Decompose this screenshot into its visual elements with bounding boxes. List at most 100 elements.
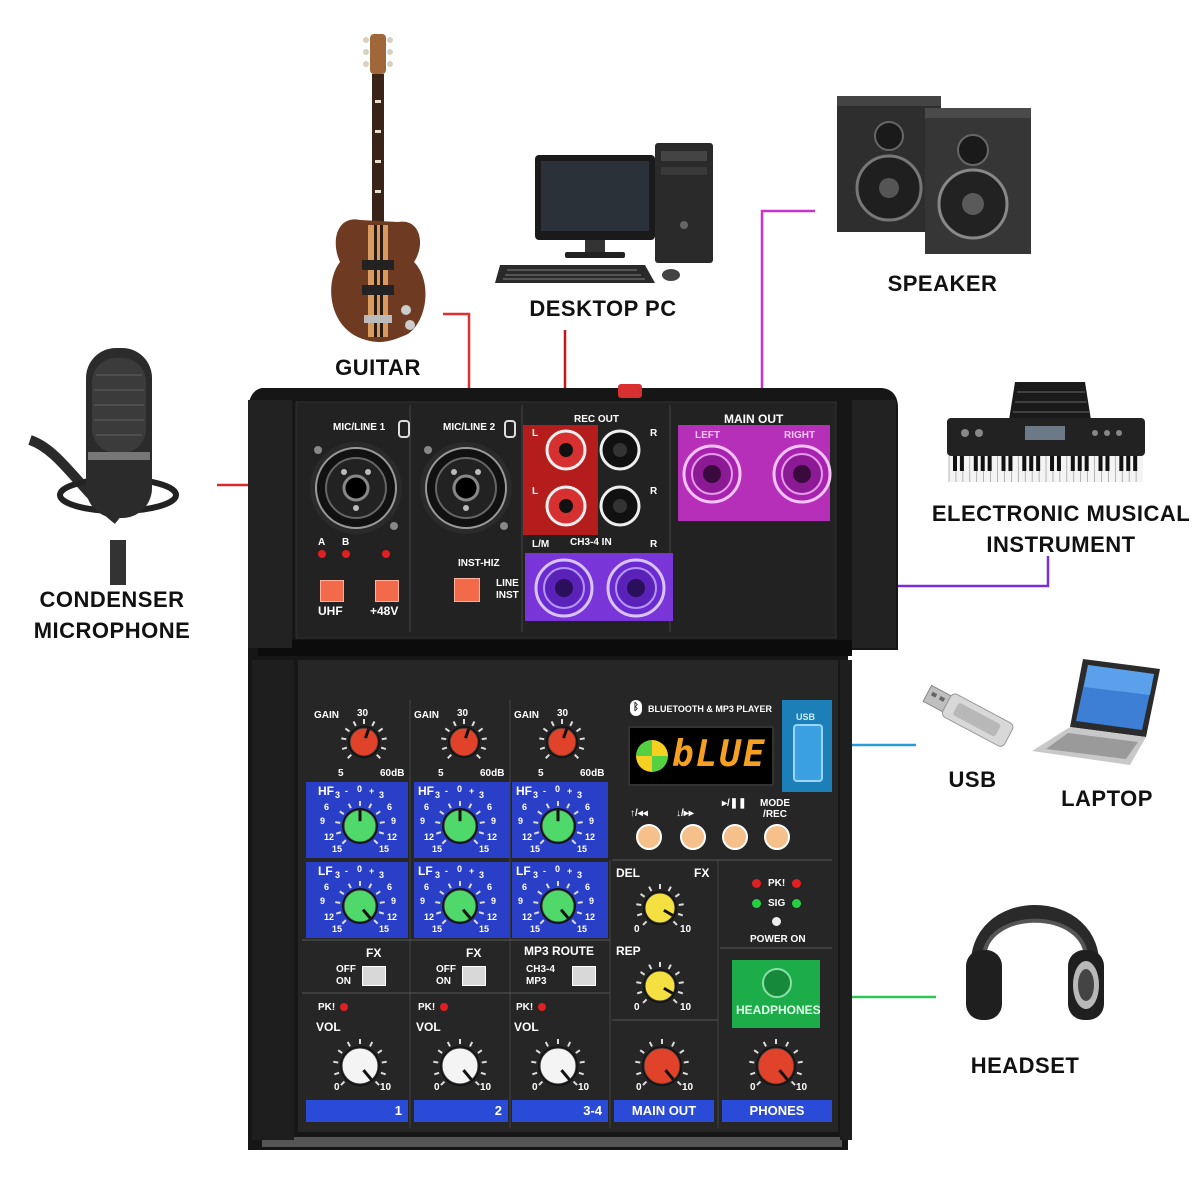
display-text: bLUE bbox=[672, 734, 767, 775]
ch1-lf-scale-mirror-8: 15 bbox=[332, 924, 343, 934]
main-out-left-jack[interactable] bbox=[680, 442, 744, 506]
channel-1-label: 1 bbox=[394, 1103, 402, 1118]
next-button[interactable] bbox=[680, 824, 706, 850]
mp3-route-button[interactable] bbox=[572, 966, 596, 986]
ch2-vol-knob[interactable] bbox=[429, 1035, 491, 1097]
ch2-lf-scale-5: 6 bbox=[487, 882, 493, 892]
guitar-label: GUITAR bbox=[335, 355, 421, 380]
ch1-lf-knob[interactable] bbox=[331, 877, 389, 935]
play-pause-icon: ▸/❚❚ bbox=[722, 798, 747, 809]
ch1-gain-30: 30 bbox=[357, 708, 369, 719]
ch1-vol-knob[interactable] bbox=[329, 1035, 391, 1097]
ch34-in-l-rca-jack[interactable] bbox=[544, 484, 588, 528]
ch3-gain-knob[interactable] bbox=[535, 715, 589, 769]
phantom-48v-button[interactable] bbox=[375, 580, 399, 602]
led-b-label: B bbox=[342, 537, 350, 548]
ch2-lf-scale-1: - bbox=[445, 866, 448, 876]
ch34-in-r-label: R bbox=[650, 539, 658, 550]
ch3-lf-scale-1: - bbox=[543, 866, 546, 876]
mp3-display: bLUE bbox=[628, 726, 774, 786]
ch1-fx-button[interactable] bbox=[362, 966, 386, 986]
ch2-lf-scale-mirror-5: 6 bbox=[424, 882, 430, 892]
rep-knob[interactable] bbox=[632, 958, 688, 1014]
power-on-label: POWER ON bbox=[750, 934, 806, 945]
ch2-fx-button[interactable] bbox=[462, 966, 486, 986]
usb-port[interactable] bbox=[793, 724, 823, 782]
phones-bar-label: PHONES bbox=[749, 1103, 805, 1118]
play-pause-button[interactable] bbox=[722, 824, 748, 850]
ch3-lf-scale-mirror-8: 15 bbox=[530, 924, 541, 934]
ch2-hf-knob[interactable] bbox=[431, 797, 489, 855]
prev-button[interactable] bbox=[636, 824, 662, 850]
ch3-lf-scale-7: 12 bbox=[585, 912, 596, 922]
ch1-lf-scale-6: 9 bbox=[391, 896, 397, 906]
bluetooth-icon: ᛒ bbox=[630, 700, 642, 716]
ch1-scale-0: 0 bbox=[334, 1082, 340, 1093]
ch1-fx-on: ON bbox=[336, 976, 351, 987]
ch3-hf-knob[interactable] bbox=[529, 797, 587, 855]
ch3-hf-scale-1: - bbox=[543, 786, 546, 796]
ch1-gain-5: 5 bbox=[338, 768, 344, 779]
ch1-gain-label: GAIN bbox=[314, 710, 339, 721]
guitar-image bbox=[331, 34, 426, 342]
led-a bbox=[318, 550, 326, 558]
ch3-lf-scale-8: 15 bbox=[577, 924, 588, 934]
laptop-image bbox=[1032, 659, 1160, 765]
ch3-hf-scale-7: 12 bbox=[585, 832, 596, 842]
ch2-lf-knob[interactable] bbox=[431, 877, 489, 935]
main-out-left-label: LEFT bbox=[695, 430, 720, 441]
ch1-scale-10: 10 bbox=[380, 1082, 392, 1093]
main-out-right-jack[interactable] bbox=[770, 442, 834, 506]
prev-icon: ↑/◂◂ bbox=[630, 808, 648, 819]
ch34-in-lm-jack[interactable] bbox=[532, 556, 596, 620]
rep-label: REP bbox=[616, 944, 641, 958]
headphones-jack[interactable] bbox=[762, 968, 792, 998]
ch1-hf-scale-mirror-7: 12 bbox=[324, 832, 335, 842]
rec-out-l-rca-jack[interactable] bbox=[544, 428, 588, 472]
display-pie-icon bbox=[636, 740, 668, 772]
ch3-lf-scale-2: 0 bbox=[555, 864, 561, 874]
usb-stick-image bbox=[922, 684, 1014, 747]
ch1-hf-scale-1: - bbox=[345, 786, 348, 796]
mic-line-2-xlr-jack[interactable] bbox=[418, 440, 514, 536]
ch2-fx-off: OFF bbox=[436, 964, 456, 975]
channel-34-label: 3-4 bbox=[583, 1103, 602, 1118]
ch2-hf-scale-6: 9 bbox=[491, 816, 497, 826]
ch3-lf-scale-mirror-6: 9 bbox=[518, 896, 524, 906]
del-knob[interactable] bbox=[632, 880, 688, 936]
condenser-microphone-label-line2: MICROPHONE bbox=[33, 618, 191, 643]
main-out-top-label: MAIN OUT bbox=[724, 412, 784, 426]
desktop-pc-image bbox=[495, 143, 713, 283]
line-inst-button[interactable] bbox=[454, 578, 480, 602]
electronic-musical-instrument-label-line1: ELECTRONIC MUSICAL bbox=[931, 501, 1191, 526]
ch3-scale-0: 0 bbox=[532, 1082, 538, 1093]
ch3-hf-scale-8: 15 bbox=[577, 844, 588, 854]
phones-knob[interactable] bbox=[745, 1035, 807, 1097]
ch1-hf-scale-8: 15 bbox=[379, 844, 390, 854]
ch2-lf-scale-8: 15 bbox=[479, 924, 490, 934]
ch34-in-r-rca-jack[interactable] bbox=[598, 484, 642, 528]
ch3-vol-knob[interactable] bbox=[527, 1035, 589, 1097]
ch3-hf-scale-mirror-6: 9 bbox=[518, 816, 524, 826]
headset-label: HEADSET bbox=[970, 1053, 1080, 1078]
ch2-lf-scale-0: 3 bbox=[435, 870, 441, 880]
pk-led-right bbox=[792, 879, 801, 888]
mode-rec-button[interactable] bbox=[764, 824, 790, 850]
ch34-in-r-jack[interactable] bbox=[604, 556, 668, 620]
ch2-gain-knob[interactable] bbox=[437, 715, 491, 769]
uhf-button[interactable] bbox=[320, 580, 344, 602]
rec-out-r-rca-jack[interactable] bbox=[598, 428, 642, 472]
ch2-hf-scale-4: 3 bbox=[479, 790, 485, 800]
ch1-fx-off: OFF bbox=[336, 964, 356, 975]
mic-line-1-xlr-jack[interactable] bbox=[308, 440, 404, 536]
ch3-pk-led bbox=[538, 1003, 546, 1011]
ch1-gain-knob[interactable] bbox=[337, 715, 391, 769]
rep-scale-0: 0 bbox=[634, 1002, 640, 1013]
mp3-route-label: MP3 ROUTE bbox=[524, 944, 595, 958]
ch1-hf-knob[interactable] bbox=[331, 797, 389, 855]
ch3-lf-knob[interactable] bbox=[529, 877, 587, 935]
ch2-lf-scale-6: 9 bbox=[491, 896, 497, 906]
ch2-vol-label: VOL bbox=[416, 1020, 441, 1034]
main-out-knob[interactable] bbox=[631, 1035, 693, 1097]
ch1-lf-scale-8: 15 bbox=[379, 924, 390, 934]
